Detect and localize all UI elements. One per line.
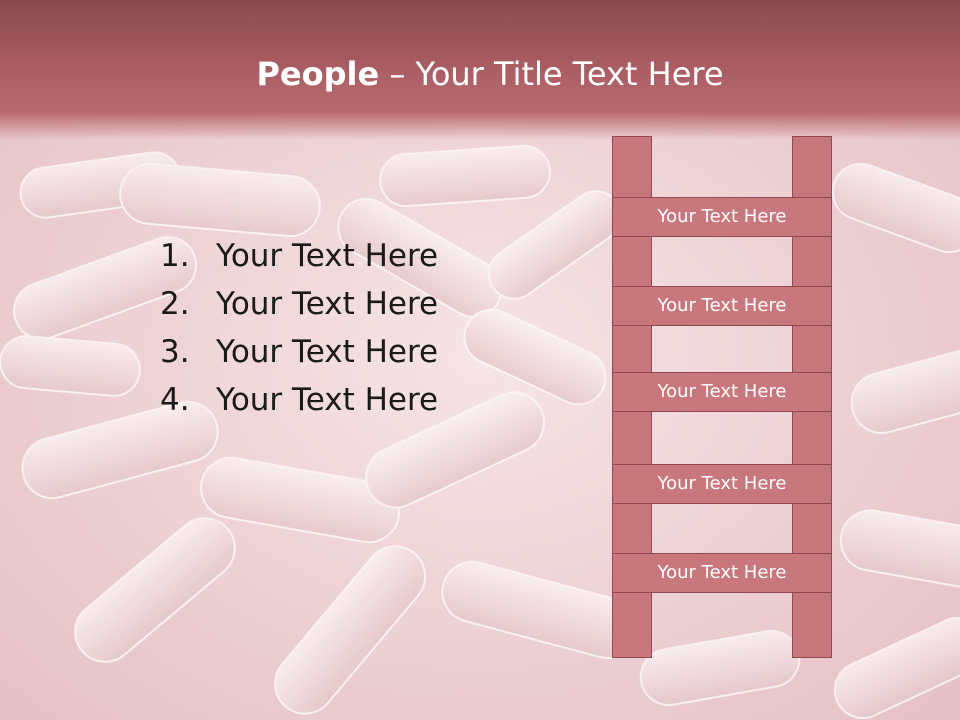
list-item: 1. Your Text Here bbox=[160, 232, 580, 280]
ladder-rung: Your Text Here bbox=[612, 464, 832, 504]
list-number: 4. bbox=[160, 382, 190, 418]
list-text: Your Text Here bbox=[216, 238, 439, 274]
list-number: 2. bbox=[160, 286, 190, 322]
ladder-rung: Your Text Here bbox=[612, 197, 832, 237]
list-text: Your Text Here bbox=[216, 286, 439, 322]
list-number: 3. bbox=[160, 334, 190, 370]
ladder-rung: Your Text Here bbox=[612, 286, 832, 326]
list-item: 2. Your Text Here bbox=[160, 280, 580, 328]
title-rest: – Your Title Text Here bbox=[379, 55, 724, 93]
ladder-rung: Your Text Here bbox=[612, 553, 832, 593]
title-bold: People bbox=[256, 55, 380, 93]
numbered-list: 1. Your Text Here 2. Your Text Here 3. Your… bbox=[160, 232, 580, 424]
ladder-rung: Your Text Here bbox=[612, 372, 832, 412]
list-number: 1. bbox=[160, 238, 190, 274]
list-text: Your Text Here bbox=[216, 382, 439, 418]
list-item: 4. Your Text Here bbox=[160, 376, 580, 424]
list-item: 3. Your Text Here bbox=[160, 328, 580, 376]
list-text: Your Text Here bbox=[216, 334, 439, 370]
title-band bbox=[0, 0, 960, 140]
slide-title: People – Your Title Text Here bbox=[0, 52, 960, 96]
